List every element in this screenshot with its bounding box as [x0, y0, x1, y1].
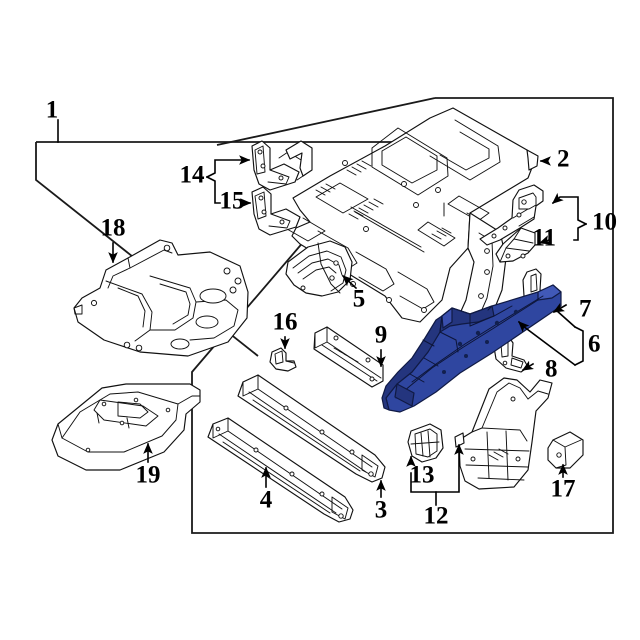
callout-label-6: 6	[588, 331, 601, 358]
part-rail-extension-assembly	[479, 184, 544, 246]
part-underbody-shield-panel	[73, 239, 249, 357]
callout-label-19: 19	[136, 462, 161, 489]
part-rail-gusset	[495, 227, 536, 263]
part-crossmember-channel	[313, 326, 384, 388]
part-seat-mount-bracket-upper	[251, 140, 313, 191]
part-rear-side-rail-highlighted	[381, 284, 562, 413]
callout-label-17: 17	[551, 476, 576, 503]
callout-label-13: 13	[410, 462, 435, 489]
callout-label-10: 10	[592, 209, 617, 236]
part-lower-side-sill	[207, 417, 354, 523]
part-corner-mount-block	[547, 431, 584, 469]
callout-label-1: 1	[46, 97, 59, 124]
callout-leader-lines	[57, 119, 588, 506]
part-rear-rail-front-assembly	[454, 377, 553, 490]
callout-label-14: 14	[180, 162, 206, 189]
assembly-boundary	[191, 97, 614, 534]
callout-label-12: 12	[424, 503, 449, 530]
callout-label-8: 8	[545, 356, 558, 383]
callout-label-7: 7	[579, 296, 592, 323]
part-side-sill-reinforcement	[237, 374, 386, 483]
callout-label-18: 18	[101, 215, 126, 242]
part-small-mount-bracket	[407, 423, 444, 463]
callout-label-16: 16	[273, 309, 298, 336]
callout-label-4: 4	[260, 487, 273, 514]
part-spare-tire-well-panel	[51, 383, 201, 471]
callout-label-15: 15	[220, 188, 245, 215]
part-small-clip-bracket	[269, 347, 297, 372]
callout-labels: 1 2 3 4 5 6 7 8 9 10 11 12 13 14 15 16 1…	[46, 97, 617, 530]
callout-label-2: 2	[557, 146, 570, 173]
callout-label-3: 3	[375, 497, 388, 524]
callout-label-9: 9	[375, 322, 388, 349]
callout-label-11: 11	[532, 225, 556, 252]
callout-label-5: 5	[353, 286, 366, 313]
part-wheelhouse-bracket	[285, 240, 353, 297]
part-seat-mount-bracket-lower	[251, 186, 301, 236]
